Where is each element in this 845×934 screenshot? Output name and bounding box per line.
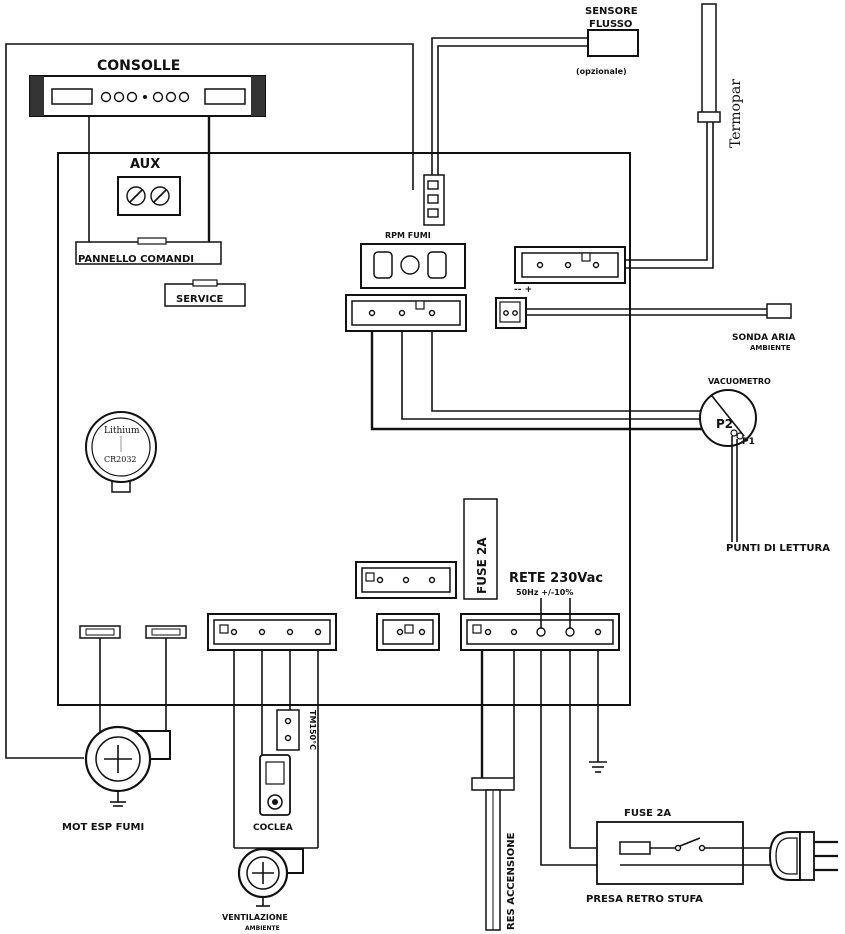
cr2032-label: CR2032 xyxy=(104,455,137,464)
sensore-flusso-label-1: SENSORE xyxy=(585,6,638,17)
termocoppia-connector xyxy=(514,246,626,284)
presa-retro-stufa-box xyxy=(596,821,744,885)
rete-label: RETE 230Vac xyxy=(509,571,603,586)
aux-3pin-connector xyxy=(355,561,457,599)
consolle-label: CONSOLLE xyxy=(97,58,180,74)
mot-esp-fumi-label: MOT ESP FUMI xyxy=(62,822,144,833)
sensore-flusso-label-2: FLUSSO xyxy=(589,19,632,30)
res-accensione-heater xyxy=(471,777,515,931)
rpm-fumi-connector xyxy=(360,243,466,289)
fuse-holder-1 xyxy=(79,625,121,639)
presa-retro-stufa-label: PRESA RETRO STUFA xyxy=(586,894,703,905)
lithium-battery xyxy=(85,411,157,493)
vacuometro-p2-label: P2 xyxy=(716,417,733,431)
sonda-aria-label-2: AMBIENTE xyxy=(750,344,791,352)
ventilazione-label-2: AMBIENTE xyxy=(245,925,280,932)
power-plug xyxy=(768,831,838,881)
resistenza-2pin-connector xyxy=(376,613,440,651)
res-accensione-label: RES ACCENSIONE xyxy=(506,832,517,930)
fuse-2a-plug xyxy=(619,841,651,855)
fuse-2a-board-label: FUSE 2A xyxy=(475,537,489,594)
pannello-comandi-label: PANNELLO COMANDI xyxy=(78,254,194,265)
ventilazione-label-1: VENTILAZIONE xyxy=(222,913,288,922)
vacuometro-label: VACUOMETRO xyxy=(708,377,771,386)
service-connector xyxy=(164,279,246,307)
sensore-flusso-body xyxy=(587,29,639,57)
rpm-fumi-label: RPM FUMI xyxy=(385,231,431,240)
vacuometro-gauge xyxy=(699,389,757,447)
opzionale-label: (opzionale) xyxy=(576,67,627,76)
coclea-motor xyxy=(259,754,291,816)
sonda-aria-probe xyxy=(766,303,792,319)
consolle-panel xyxy=(29,75,266,117)
fuse-2a-board xyxy=(463,498,498,600)
sonda-aria-label-1: SONDA ARIA xyxy=(732,333,795,343)
termocoppia-probe xyxy=(697,3,721,123)
rete-freq-label: 50Hz +/-10% xyxy=(516,588,573,597)
pannello-comandi-connector xyxy=(75,237,222,265)
sonda-aria-connector xyxy=(495,297,527,329)
tm150-label: TM150°C xyxy=(308,710,317,750)
coclea-label: COCLEA xyxy=(253,823,293,833)
vacuometro-p1-label: P1 xyxy=(742,437,755,447)
aux-terminal xyxy=(117,176,181,216)
flusso-3pin-connector xyxy=(423,174,445,226)
termopar-label: Termopar xyxy=(728,79,744,148)
service-label: SERVICE xyxy=(176,294,224,305)
fuse-2a-plug-label: FUSE 2A xyxy=(624,808,671,819)
lithium-label: Lithium xyxy=(104,426,140,436)
mot-esp-fumi-motor xyxy=(84,725,171,807)
load-4pin-connector xyxy=(207,613,337,651)
fuse-holder-2 xyxy=(145,625,187,639)
tm150-thermostat xyxy=(276,709,300,751)
vacuometro-connector xyxy=(345,294,467,332)
punti-di-lettura-label: PUNTI DI LETTURA xyxy=(726,543,830,554)
aux-label: AUX xyxy=(130,157,160,172)
polarity-label: -- + xyxy=(514,285,532,295)
ventilazione-ambiente-fan xyxy=(237,847,304,907)
rete-5pin-connector xyxy=(460,598,620,651)
